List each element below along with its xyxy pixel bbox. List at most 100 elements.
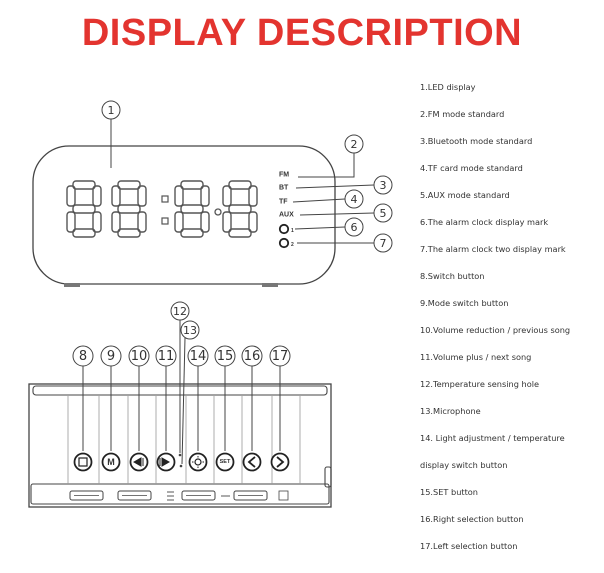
callout-number: 10 (131, 349, 148, 364)
led-digit (66, 180, 102, 238)
led-segment (174, 185, 184, 207)
alarm-clock-icon (278, 237, 290, 249)
legend-item: 5.AUX mode standard (420, 190, 510, 200)
speaker-vent (181, 490, 216, 501)
callout-number: 15 (217, 349, 234, 364)
callout-number: 11 (158, 349, 175, 364)
page-title: DISPLAY DESCRIPTION (81, 12, 523, 54)
callout-number: 12 (173, 305, 187, 318)
speaker-vent (117, 490, 152, 501)
callout-13 (180, 320, 200, 340)
switch-button (73, 452, 93, 472)
legend-item: 14. Light adjustment / temperature (420, 433, 565, 443)
led-segment (66, 185, 76, 207)
led-segment (174, 211, 184, 233)
led-segment (72, 228, 96, 238)
callout-leader (294, 226, 346, 230)
legend-item: 1.LED display (420, 82, 476, 92)
callout-leader (292, 198, 346, 203)
next-track-icon (159, 457, 171, 467)
callout-number: 13 (183, 324, 197, 337)
callout-number: 8 (79, 349, 87, 364)
mode-label: FM (279, 172, 289, 179)
callout-leader (295, 184, 375, 189)
legend-item: 8.Switch button (420, 271, 485, 281)
bottom-edge-strip (30, 483, 330, 505)
mode-label: BT (279, 185, 289, 192)
led-segment (248, 185, 258, 207)
mode-switch-button (101, 452, 121, 472)
callout-number: 7 (380, 237, 387, 250)
previous-track-icon (132, 457, 144, 467)
led-degree-dot (214, 208, 222, 216)
legend-item: 16.Right selection button (420, 514, 524, 524)
led-segment (180, 180, 204, 190)
led-segment (92, 211, 102, 233)
led-digit (222, 180, 258, 238)
alarm-clock-icon (278, 223, 290, 235)
legend-list: 1.LED display 2.FM mode standard 3.Bluet… (420, 0, 602, 573)
callout-number: 2 (351, 138, 358, 151)
callout-leader (298, 162, 355, 178)
led-segment (228, 204, 252, 214)
speaker-vent (69, 490, 104, 501)
led-segment (228, 180, 252, 190)
led-segment (111, 211, 121, 233)
sun-icon (194, 458, 202, 466)
callout-number: 9 (107, 349, 115, 364)
led-segment (117, 228, 141, 238)
legend-item: 12.Temperature sensing hole (420, 379, 540, 389)
chevron-right-icon (276, 456, 285, 468)
callout-leader (299, 212, 375, 216)
clock-foot-left (64, 283, 80, 287)
led-segment (72, 204, 96, 214)
legend-item: 10.Volume reduction / previous song (420, 325, 571, 335)
led-digit (111, 180, 147, 238)
led-segment (72, 180, 96, 190)
callout-number: 5 (380, 207, 387, 220)
legend-item: 13.Microphone (420, 406, 481, 416)
left-selection-button (270, 452, 290, 472)
clock-foot-right (262, 283, 278, 287)
callout-number: 16 (244, 349, 261, 364)
callout-number: 17 (272, 349, 289, 364)
power-icon (78, 457, 88, 467)
led-segment (137, 211, 147, 233)
led-segment (200, 185, 210, 207)
led-segment (180, 228, 204, 238)
led-segment (117, 204, 141, 214)
side-port (324, 466, 332, 488)
led-colon-dot (161, 195, 169, 203)
speaker-vent (233, 490, 268, 501)
temperature-sensing-hole (178, 453, 182, 457)
led-segment (180, 204, 204, 214)
chevron-left-icon (247, 456, 256, 468)
mode-label: TF (279, 199, 288, 206)
callout-number: 1 (108, 104, 115, 117)
legend-item: 11.Volume plus / next song (420, 352, 532, 362)
callout-number: 6 (351, 221, 358, 234)
led-segment (200, 211, 210, 233)
led-segment (248, 211, 258, 233)
legend-item: 4.TF card mode standard (420, 163, 523, 173)
led-segment (222, 211, 232, 233)
mode-button-label: M (107, 457, 115, 467)
alarm-mark-number: 1 (291, 228, 294, 234)
dc-port (278, 490, 289, 501)
led-colon-dot (161, 217, 169, 225)
callout-number: 4 (351, 193, 358, 206)
led-segment (117, 180, 141, 190)
right-selection-button (242, 452, 262, 472)
led-segment (111, 185, 121, 207)
callout-leader (181, 337, 186, 465)
legend-item: 15.SET button (420, 487, 479, 497)
callout-number: 14 (190, 349, 207, 364)
legend-item: display switch button (420, 460, 508, 470)
legend-item: 17.Left selection button (420, 541, 518, 551)
legend-item: 9.Mode switch button (420, 298, 509, 308)
led-segment (66, 211, 76, 233)
